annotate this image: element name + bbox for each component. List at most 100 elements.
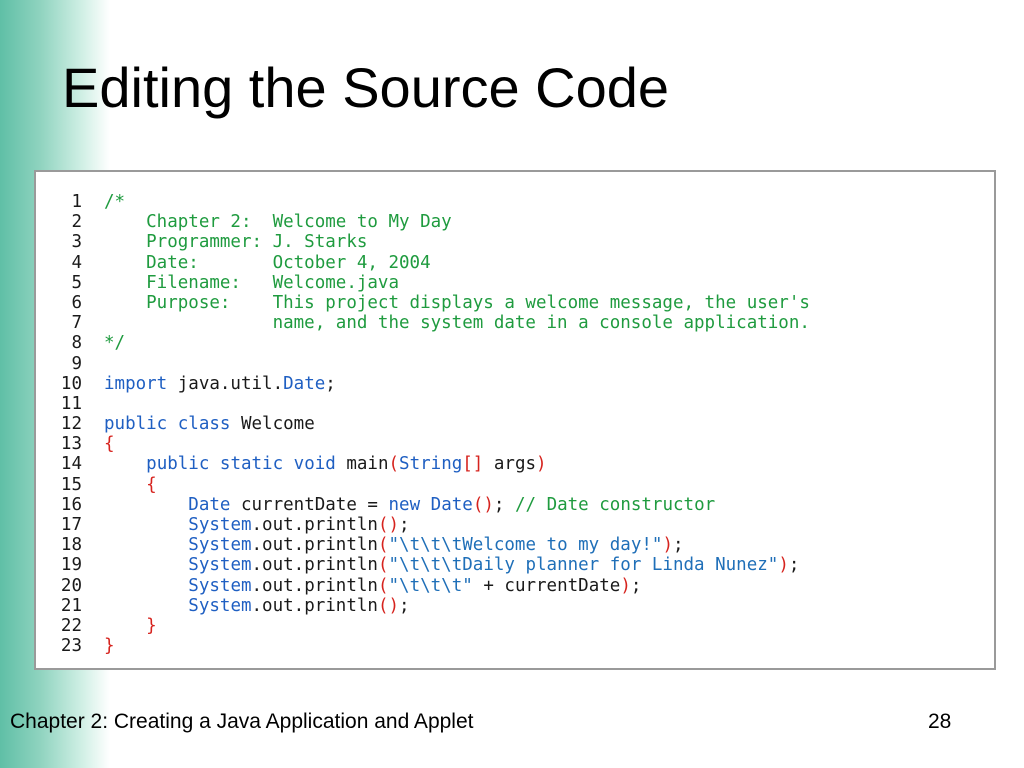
code-token-plain: args: [483, 454, 537, 475]
code-line: 14 public static void main(String[] args…: [36, 454, 994, 474]
code-token-type: Date: [283, 373, 326, 394]
code-token-bracket: ): [620, 575, 631, 596]
line-source: public static void main(String[] args): [104, 454, 546, 475]
code-line: 5 Filename: Welcome.java: [36, 273, 994, 293]
line-number: 10: [60, 373, 82, 394]
line-number: 9: [71, 353, 82, 374]
line-number: 18: [60, 535, 82, 556]
code-token-plain: ;: [399, 595, 410, 616]
line-source: {: [104, 475, 157, 495]
code-line: 17 System.out.println();: [36, 515, 994, 535]
code-token-bracket: (: [377, 575, 389, 596]
line-number: 22: [60, 615, 82, 636]
code-token-bracket: (): [472, 494, 494, 515]
code-token-bracket: {: [104, 434, 115, 455]
code-token-type: Date: [188, 494, 231, 515]
code-line: 2 Chapter 2: Welcome to My Day: [36, 212, 994, 232]
code-line: 19 System.out.println("\t\t\tDaily plann…: [36, 555, 994, 575]
code-token-plain: ;: [399, 515, 410, 535]
line-source: Chapter 2: Welcome to My Day: [104, 212, 452, 232]
code-token-plain: ;: [493, 494, 515, 515]
code-token-bracket: []: [462, 454, 484, 475]
code-token-comment: */: [104, 333, 126, 354]
code-token-plain: .out.println: [251, 535, 378, 556]
line-number: 11: [60, 393, 82, 414]
line-source: */: [104, 333, 125, 353]
line-source: Date: October 4, 2004: [104, 253, 430, 273]
code-token-type: System: [188, 595, 252, 616]
code-token-bracket: (): [377, 515, 400, 535]
line-number: 3: [71, 232, 82, 253]
code-token-plain: [104, 596, 188, 616]
code-line: 18 System.out.println("\t\t\tWelcome to …: [36, 535, 994, 555]
line-number: 23: [60, 636, 82, 657]
page-number: 28: [928, 710, 952, 733]
code-token-type: System: [188, 535, 252, 556]
code-line: 15 {: [36, 475, 994, 495]
code-token-string: "\t\t\tDaily planner for Linda Nunez": [388, 555, 779, 576]
code-token-type: System: [188, 575, 252, 596]
code-token-plain: ;: [672, 535, 684, 556]
code-token-plain: [104, 515, 188, 535]
line-number: 1: [71, 192, 82, 212]
line-number: 4: [71, 252, 82, 273]
code-token-plain: [104, 454, 146, 474]
line-number: 12: [60, 414, 82, 435]
line-source: public class Welcome: [104, 414, 315, 434]
code-token-bracket: }: [104, 636, 115, 657]
code-line: 10 import java.util.Date;: [36, 374, 994, 394]
line-source: }: [104, 636, 115, 656]
code-token-plain: + currentDate: [472, 575, 621, 596]
code-token-comment: Chapter 2: Welcome to My Day: [104, 212, 452, 233]
code-line: 6 Purpose: This project displays a welco…: [36, 293, 994, 313]
line-number: 2: [71, 212, 82, 233]
line-source: System.out.println();: [104, 515, 410, 535]
code-token-plain: ;: [325, 373, 336, 394]
line-number: 17: [60, 515, 82, 535]
code-token-plain: java.util.: [167, 373, 284, 394]
line-number: 19: [60, 555, 82, 576]
code-token-bracket: (: [377, 555, 389, 576]
line-number: 6: [71, 292, 82, 313]
line-source: {: [104, 434, 115, 454]
code-line: 3 Programmer: J. Starks: [36, 232, 994, 252]
code-token-type: System: [188, 555, 252, 576]
line-source: System.out.println("\t\t\t" + currentDat…: [104, 576, 641, 596]
code-token-plain: .out.println: [251, 515, 378, 535]
code-line: 22 }: [36, 616, 994, 636]
code-line: 7 name, and the system date in a console…: [36, 313, 994, 333]
code-token-plain: .out.println: [251, 595, 378, 616]
code-token-keyword: import: [104, 373, 168, 394]
line-source: }: [104, 616, 157, 636]
code-token-string: "\t\t\t": [388, 575, 473, 596]
code-token-plain: .out.println: [251, 575, 378, 596]
code-token-plain: [104, 555, 188, 575]
line-number: 5: [71, 272, 82, 293]
code-line: 12 public class Welcome: [36, 414, 994, 434]
code-token-bracket: (: [377, 535, 389, 556]
line-number: 15: [60, 474, 82, 495]
code-token-comment: Filename: Welcome.java: [104, 272, 400, 293]
code-line: 4 Date: October 4, 2004: [36, 253, 994, 273]
line-number: 16: [60, 494, 82, 515]
code-line: 9: [36, 354, 994, 374]
line-source: import java.util.Date;: [104, 374, 336, 394]
code-token-plain: [420, 495, 431, 515]
footer-chapter-text: Chapter 2: Creating a Java Application a…: [10, 710, 474, 733]
code-token-bracket: (): [377, 595, 400, 616]
line-source: System.out.println("\t\t\tWelcome to my …: [104, 535, 684, 556]
code-line: 8*/: [36, 333, 994, 353]
code-line: 1/*: [36, 192, 994, 212]
code-line: 23}: [36, 636, 994, 656]
line-number: 7: [71, 313, 82, 334]
code-token-plain: ;: [630, 575, 642, 596]
line-source: name, and the system date in a console a…: [104, 313, 810, 333]
code-token-plain: currentDate =: [230, 494, 389, 515]
code-token-bracket: }: [146, 615, 157, 636]
line-number: 13: [60, 434, 82, 455]
code-token-comment: Programmer: J. Starks: [104, 232, 368, 253]
code-token-plain: ;: [788, 555, 800, 576]
line-source: Filename: Welcome.java: [104, 273, 399, 293]
code-token-bracket: {: [146, 474, 157, 495]
code-token-string: "\t\t\tWelcome to my day!": [388, 535, 663, 556]
